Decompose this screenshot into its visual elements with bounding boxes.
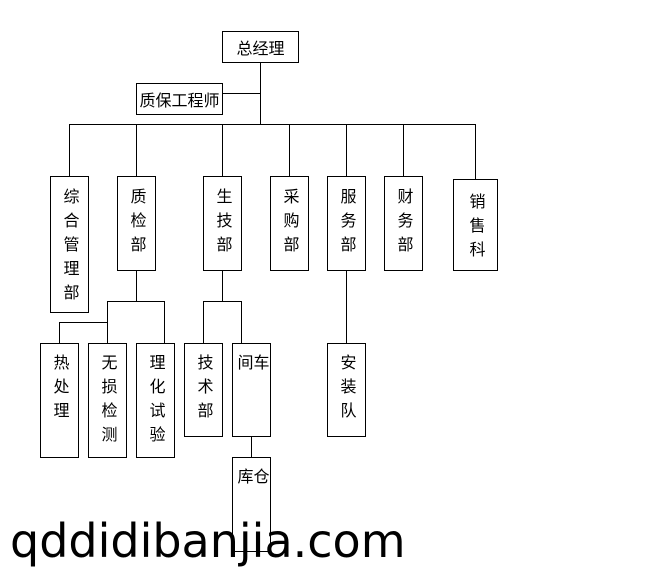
connector xyxy=(346,124,347,176)
qa-engineer-label: 质保工程师 xyxy=(139,91,220,110)
workshop-box: 车间 xyxy=(232,343,271,437)
dept-finance-box: 财务部 xyxy=(384,176,423,271)
dept-purchasing-label: 采购部 xyxy=(280,188,300,260)
technical-box: 技术部 xyxy=(184,343,223,437)
install-team-label: 安装队 xyxy=(337,354,357,426)
ndt-box: 无损检测 xyxy=(88,343,127,458)
connector xyxy=(69,124,476,125)
connector xyxy=(403,124,404,176)
warehouse-box: 仓库 xyxy=(232,457,271,552)
dept-quality-box: 质检部 xyxy=(117,176,156,271)
ndt-label: 无损检测 xyxy=(98,354,118,450)
watermark: qddidibanjia.com xyxy=(10,514,406,568)
install-team-box: 安装队 xyxy=(327,343,366,437)
connector xyxy=(136,124,137,176)
dept-production-tech-label: 生技部 xyxy=(213,188,233,260)
connector xyxy=(260,62,261,124)
heat-treatment-label: 热处理 xyxy=(50,354,70,426)
general-manager-box: 总经理 xyxy=(222,31,299,63)
connector xyxy=(107,301,108,343)
dept-production-tech-box: 生技部 xyxy=(203,176,242,271)
dept-admin-label: 综合管理部 xyxy=(60,188,80,308)
connector xyxy=(289,124,290,176)
connector xyxy=(222,93,260,94)
lab-test-box: 理化试验 xyxy=(136,343,175,458)
connector xyxy=(475,124,476,179)
connector xyxy=(222,270,223,301)
general-manager-label: 总经理 xyxy=(236,39,285,58)
dept-finance-label: 财务部 xyxy=(394,188,414,260)
qa-engineer-box: 质保工程师 xyxy=(136,83,223,115)
connector xyxy=(69,124,70,176)
warehouse-label: 仓库 xyxy=(234,468,270,516)
dept-service-label: 服务部 xyxy=(337,188,357,260)
connector xyxy=(164,301,165,343)
connector xyxy=(203,301,242,302)
connector xyxy=(59,322,60,343)
heat-treatment-box: 热处理 xyxy=(40,343,79,458)
connector xyxy=(203,301,204,343)
connector xyxy=(346,270,347,343)
connector xyxy=(222,124,223,176)
connector xyxy=(107,301,165,302)
workshop-label: 车间 xyxy=(234,354,270,402)
dept-service-box: 服务部 xyxy=(327,176,366,271)
connector xyxy=(136,270,137,301)
dept-admin-box: 综合管理部 xyxy=(50,176,89,313)
connector xyxy=(59,322,107,323)
connector xyxy=(251,436,252,457)
connector xyxy=(241,301,242,343)
dept-sales-label: 销售科 xyxy=(466,193,486,265)
dept-quality-label: 质检部 xyxy=(127,188,147,260)
technical-label: 技术部 xyxy=(194,354,214,426)
dept-purchasing-box: 采购部 xyxy=(270,176,309,271)
dept-sales-box: 销售科 xyxy=(453,179,498,271)
lab-test-label: 理化试验 xyxy=(146,354,166,450)
